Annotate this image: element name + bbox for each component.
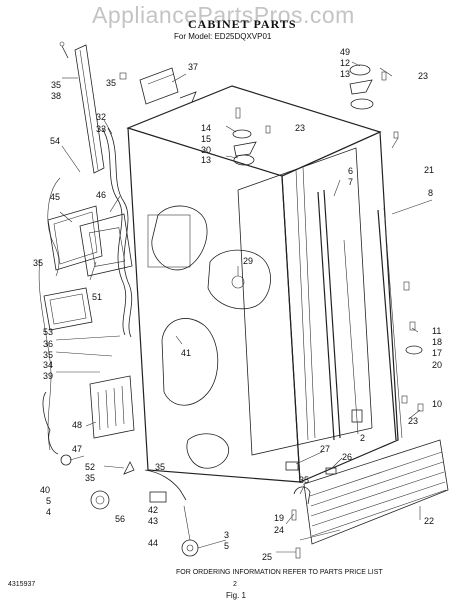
callout-label: 14 bbox=[201, 123, 211, 133]
callout-label: 46 bbox=[96, 190, 106, 200]
callout-label: 6 bbox=[348, 166, 353, 176]
callout-label: 12 bbox=[340, 58, 350, 68]
callout-label: 43 bbox=[148, 516, 158, 526]
callout-label: 18 bbox=[432, 337, 442, 347]
callout-label: 35 bbox=[85, 473, 95, 483]
callout-label: 52 bbox=[85, 462, 95, 472]
callout-label: 20 bbox=[432, 360, 442, 370]
callout-label: 42 bbox=[148, 505, 158, 515]
upper-hinge-parts bbox=[232, 64, 399, 166]
callout-label: 47 bbox=[72, 444, 82, 454]
lower-right-parts bbox=[285, 281, 424, 559]
callout-label: 10 bbox=[432, 399, 442, 409]
diagram-title: CABINET PARTS bbox=[188, 17, 297, 31]
callout-label: 53 bbox=[43, 327, 53, 337]
callout-label: 34 bbox=[43, 360, 53, 370]
callout-label: 35 bbox=[106, 78, 116, 88]
callout-label: 32 bbox=[96, 112, 106, 122]
callout-label: 5 bbox=[224, 541, 229, 551]
page-number: 2 bbox=[233, 581, 237, 588]
callout-label: 38 bbox=[51, 91, 61, 101]
callout-label: 23 bbox=[408, 416, 418, 426]
callout-label: 49 bbox=[340, 47, 350, 57]
callout-label: 44 bbox=[148, 538, 158, 548]
side-panels bbox=[43, 205, 133, 331]
callout-label: 54 bbox=[50, 136, 60, 146]
leader-lines bbox=[55, 61, 433, 553]
callout-label: 4 bbox=[46, 507, 51, 517]
callout-label: 39 bbox=[43, 371, 53, 381]
callout-label: 23 bbox=[418, 71, 428, 81]
lower-left-components bbox=[42, 375, 227, 557]
callout-label: 3 bbox=[224, 530, 229, 540]
callout-label: 48 bbox=[72, 420, 82, 430]
callout-label: 29 bbox=[243, 256, 253, 266]
callout-label: 7 bbox=[348, 177, 353, 187]
callout-label: 5 bbox=[46, 496, 51, 506]
callout-label: 27 bbox=[320, 444, 330, 454]
callout-label: 2 bbox=[360, 433, 365, 443]
callout-label: 24 bbox=[274, 525, 284, 535]
callout-label: 21 bbox=[424, 165, 434, 175]
callout-label: 13 bbox=[340, 69, 350, 79]
document-code: 4315937 bbox=[8, 581, 36, 588]
callout-label: 8 bbox=[428, 188, 433, 198]
callout-label: 30 bbox=[201, 145, 211, 155]
callout-label: 17 bbox=[432, 348, 442, 358]
callout-label: 13 bbox=[201, 155, 211, 165]
callout-label: 26 bbox=[342, 452, 352, 462]
callout-label: 35 bbox=[51, 80, 61, 90]
callout-label: 11 bbox=[432, 326, 441, 336]
watermark: AppliancePartsPros.com bbox=[92, 2, 355, 28]
cabinet-shell bbox=[126, 85, 403, 483]
callout-label: 33 bbox=[96, 124, 106, 134]
callout-label: 15 bbox=[201, 134, 211, 144]
callout-label: 35 bbox=[43, 350, 53, 360]
callout-label: 45 bbox=[50, 192, 60, 202]
callout-label: 35 bbox=[299, 475, 309, 485]
callout-label: 35 bbox=[33, 258, 43, 268]
callout-label: 36 bbox=[43, 339, 53, 349]
wiring-harness bbox=[38, 127, 133, 451]
callout-label: 22 bbox=[424, 516, 434, 526]
callout-label: 37 bbox=[188, 62, 198, 72]
left-channel-assembly bbox=[59, 41, 105, 174]
top-cover-parts bbox=[119, 67, 197, 105]
callout-label: 56 bbox=[115, 514, 125, 524]
callout-label: 23 bbox=[295, 123, 305, 133]
toe-grille bbox=[303, 439, 449, 545]
callout-label: 40 bbox=[40, 485, 50, 495]
ordering-note: FOR ORDERING INFORMATION REFER TO PARTS … bbox=[176, 569, 383, 576]
callout-labels: 35 38 54 35 37 32 33 46 45 35 51 53 36 3… bbox=[33, 47, 442, 562]
callout-label: 19 bbox=[274, 513, 284, 523]
figure-mark: Fig. 1 bbox=[226, 591, 247, 600]
model-number: For Model: ED25DQXVP01 bbox=[174, 32, 272, 41]
callout-label: 25 bbox=[262, 552, 272, 562]
callout-label: 51 bbox=[92, 292, 102, 302]
callout-label: 35 bbox=[155, 462, 165, 472]
callout-label: 41 bbox=[181, 348, 191, 358]
